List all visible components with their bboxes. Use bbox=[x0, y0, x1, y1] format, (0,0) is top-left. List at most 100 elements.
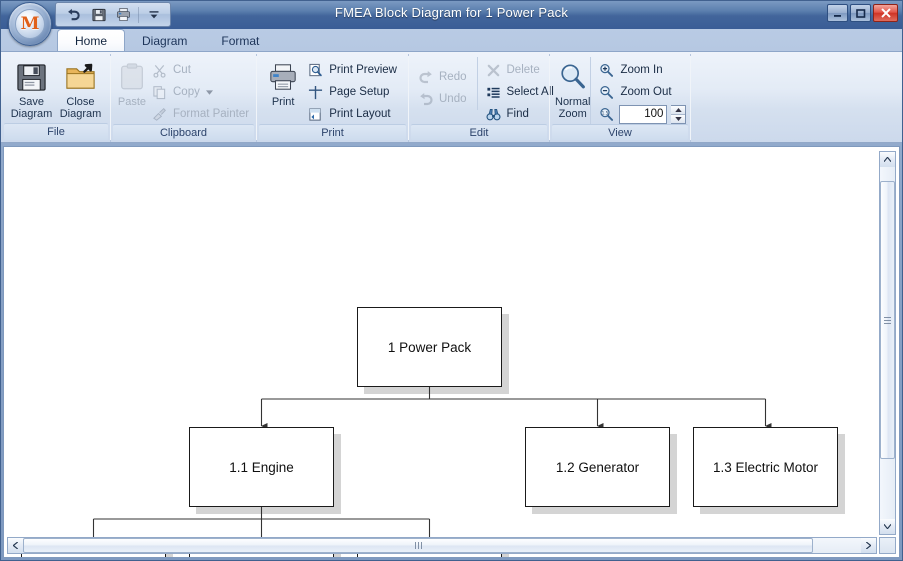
close-button[interactable] bbox=[873, 4, 898, 22]
printer-icon bbox=[267, 61, 299, 93]
ribbon-group-file-label: File bbox=[4, 123, 108, 140]
diagram-node-n12[interactable]: 1.2 Generator bbox=[525, 427, 670, 507]
minimize-icon bbox=[834, 14, 841, 17]
tab-diagram[interactable]: Diagram bbox=[125, 31, 204, 51]
horizontal-scroll-track[interactable] bbox=[23, 538, 861, 553]
vertical-scroll-thumb[interactable] bbox=[880, 181, 895, 459]
copy-button[interactable]: Copy bbox=[148, 81, 255, 103]
vertical-scrollbar[interactable] bbox=[879, 151, 896, 535]
zoom-spinner-down[interactable] bbox=[671, 114, 686, 123]
zoom-spinner-up[interactable] bbox=[671, 105, 686, 115]
ribbon-group-edit-content: Redo Undo bbox=[409, 54, 554, 124]
tab-home[interactable]: Home bbox=[57, 29, 126, 51]
qat-print-button[interactable] bbox=[112, 4, 135, 25]
paste-button[interactable]: Paste bbox=[116, 57, 148, 108]
redo-label: Redo bbox=[439, 71, 467, 83]
tab-diagram-label: Diagram bbox=[142, 34, 188, 48]
cut-label: Cut bbox=[173, 64, 191, 76]
window-title: FMEA Block Diagram for 1 Power Pack bbox=[334, 5, 569, 20]
scroll-grip-icon bbox=[414, 542, 422, 549]
scroll-right-button[interactable] bbox=[861, 538, 876, 553]
chevron-down-icon bbox=[205, 84, 214, 101]
format-painter-button[interactable]: Format Painter bbox=[148, 103, 255, 125]
delete-button[interactable]: Delete bbox=[482, 59, 560, 81]
chevron-right-icon bbox=[866, 542, 871, 549]
view-small-buttons: Zoom In Zoom Out bbox=[590, 57, 687, 125]
zoom-in-button[interactable]: Zoom In bbox=[595, 59, 686, 81]
qat-customize-button[interactable] bbox=[142, 4, 165, 25]
zoom-level-spinner[interactable] bbox=[671, 104, 687, 124]
select-all-button[interactable]: Select All bbox=[482, 81, 560, 103]
ribbon-group-view-label: View bbox=[552, 124, 688, 140]
page-setup-button[interactable]: Page Setup bbox=[304, 81, 403, 103]
normal-zoom-button[interactable]: Normal Zoom bbox=[555, 57, 590, 120]
normal-zoom-label: Normal Zoom bbox=[555, 96, 591, 120]
diagram-node-label: 1.1 Engine bbox=[229, 459, 294, 475]
tab-format[interactable]: Format bbox=[204, 31, 276, 51]
copy-icon bbox=[151, 84, 168, 101]
binoculars-icon bbox=[485, 106, 502, 123]
folder-close-icon bbox=[65, 61, 97, 93]
horizontal-scrollbar[interactable] bbox=[7, 537, 877, 554]
ribbon-group-edit-label: Edit bbox=[411, 124, 547, 140]
scroll-left-button[interactable] bbox=[8, 538, 23, 553]
ribbon: Home Diagram Format bbox=[0, 29, 903, 143]
ribbon-group-print-content: Print Print Preview bbox=[257, 54, 408, 124]
ribbon-group-clipboard: Paste Cut bbox=[111, 54, 257, 142]
ribbon-group-view: Normal Zoom bbox=[550, 54, 691, 142]
maximize-button[interactable] bbox=[850, 4, 871, 22]
diagram-node-label: 1 Power Pack bbox=[387, 339, 472, 355]
print-preview-label: Print Preview bbox=[329, 64, 397, 76]
print-preview-button[interactable]: Print Preview bbox=[304, 59, 403, 81]
format-painter-label: Format Painter bbox=[173, 108, 250, 120]
zoom-in-label: Zoom In bbox=[620, 64, 663, 76]
qat-separator bbox=[138, 6, 139, 23]
edit-commands-column: Delete bbox=[482, 57, 560, 125]
zoom-out-icon bbox=[598, 84, 615, 101]
zoom-level-input[interactable] bbox=[619, 104, 668, 124]
undo-label: Undo bbox=[439, 93, 467, 105]
undo-icon bbox=[417, 91, 434, 108]
scroll-down-button[interactable] bbox=[880, 519, 895, 534]
diagram-canvas[interactable]: 1 Power Pack 1.1 Engine 1.2 Generator 1.3 E… bbox=[4, 147, 899, 557]
minimize-button[interactable] bbox=[827, 4, 848, 22]
clipboard-small-buttons: Cut Copy bbox=[148, 57, 255, 125]
print-button[interactable]: Print bbox=[262, 57, 304, 108]
horizontal-scroll-thumb[interactable] bbox=[23, 538, 813, 553]
redo-button[interactable]: Redo bbox=[414, 66, 473, 88]
qat-undo-button[interactable] bbox=[62, 4, 85, 25]
chevron-left-icon bbox=[13, 542, 18, 549]
scrollbar-corner bbox=[879, 537, 896, 554]
zoom-out-button[interactable]: Zoom Out bbox=[595, 81, 686, 103]
diagram-node-label: 1.2 Generator bbox=[555, 459, 640, 475]
qat-save-button[interactable] bbox=[87, 4, 110, 25]
chevron-down-icon bbox=[884, 524, 891, 529]
ribbon-tab-strip: Home Diagram Format bbox=[0, 29, 903, 51]
find-button[interactable]: Find bbox=[482, 103, 560, 125]
maximize-icon bbox=[856, 8, 866, 18]
save-diagram-button[interactable]: Save Diagram bbox=[7, 57, 56, 120]
diagram-node-n11[interactable]: 1.1 Engine bbox=[189, 427, 334, 507]
save-icon bbox=[90, 6, 107, 23]
close-icon bbox=[881, 8, 890, 18]
ribbon-empty-area bbox=[691, 54, 903, 142]
ribbon-group-print: Print Print Preview bbox=[257, 54, 409, 142]
redo-icon bbox=[417, 69, 434, 86]
diagram-node-n13[interactable]: 1.3 Electric Motor bbox=[693, 427, 838, 507]
delete-label: Delete bbox=[506, 64, 540, 76]
print-layout-button[interactable]: Print Layout bbox=[304, 103, 403, 125]
application-menu-button[interactable]: M bbox=[8, 2, 52, 46]
scroll-up-button[interactable] bbox=[880, 152, 895, 167]
print-icon bbox=[115, 6, 132, 23]
vertical-scroll-track[interactable] bbox=[880, 167, 895, 519]
tab-format-label: Format bbox=[221, 34, 260, 48]
print-preview-icon bbox=[307, 62, 324, 79]
close-diagram-button[interactable]: Close Diagram bbox=[56, 57, 105, 120]
ribbon-group-view-content: Normal Zoom bbox=[550, 54, 690, 125]
diagram-node-n1[interactable]: 1 Power Pack bbox=[357, 307, 502, 387]
customize-qat-icon bbox=[145, 6, 162, 23]
undo-button[interactable]: Undo bbox=[414, 88, 473, 110]
cut-button[interactable]: Cut bbox=[148, 59, 255, 81]
delete-x-icon bbox=[485, 62, 502, 79]
